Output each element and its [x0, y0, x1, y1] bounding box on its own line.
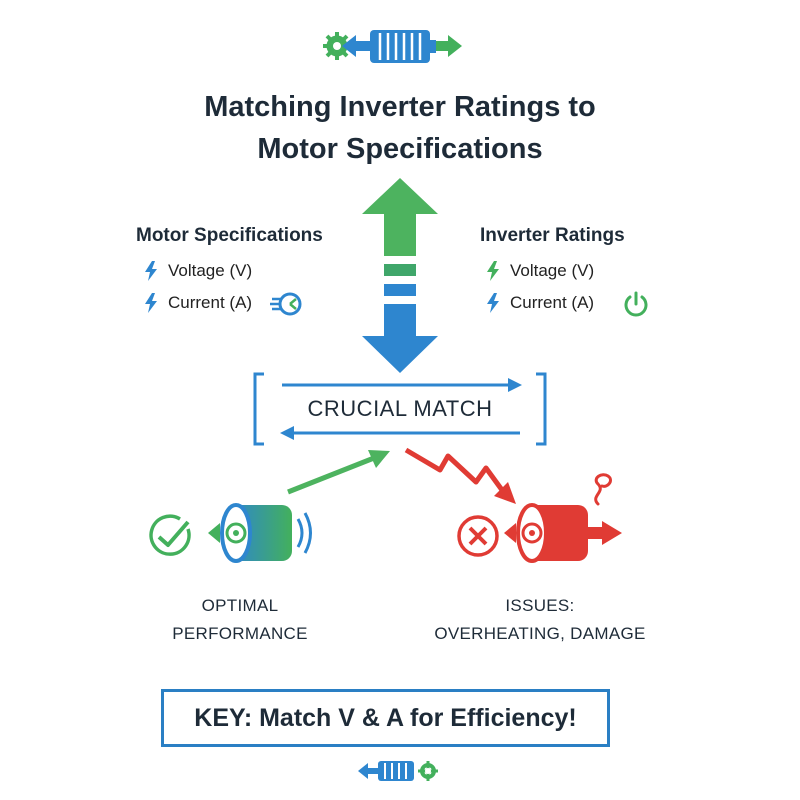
cross-icon	[457, 515, 499, 557]
power-icon	[624, 291, 648, 317]
inverter-voltage-label: Voltage (V)	[510, 261, 595, 280]
inverter-voltage-row: Voltage (V)	[486, 261, 594, 281]
title-line-2: Motor Specifications	[257, 133, 543, 165]
inverter-ratings-heading: Inverter Ratings	[480, 225, 625, 246]
top-motor-icon	[323, 30, 462, 63]
lightning-icon	[486, 293, 500, 313]
crucial-match-frame	[253, 372, 547, 446]
motor-voltage-row: Voltage (V)	[144, 261, 252, 281]
good-motor-icon	[208, 503, 312, 563]
arrow-left-icon	[358, 763, 378, 779]
motor-current-label: Current (A)	[168, 293, 253, 312]
good-outcome-text: OPTIMAL PERFORMANCE	[140, 592, 340, 648]
fan-icon	[270, 292, 302, 316]
crucial-match-label: CRUCIAL MATCH	[307, 396, 493, 421]
page-title: Matching Inverter Ratings to Motor Speci…	[0, 86, 800, 170]
key-label: KEY: Match V & A for Efficiency!	[194, 703, 577, 732]
inverter-current-label: Current (A)	[510, 293, 595, 312]
bad-outcome-line-2: OVERHEATING, DAMAGE	[434, 624, 646, 643]
title-line-1: Matching Inverter Ratings to	[204, 91, 596, 123]
arrow-left-icon	[342, 35, 372, 57]
check-icon	[149, 514, 191, 556]
green-arrow-icon	[287, 450, 390, 495]
motor-current-row: Current (A)	[144, 293, 252, 313]
bad-motor-icon	[504, 503, 622, 563]
motor-specs-heading: Motor Specifications	[136, 225, 323, 246]
smoke-icon	[594, 473, 612, 506]
arrow-right-icon	[436, 35, 462, 57]
bad-outcome-text: ISSUES: OVERHEATING, DAMAGE	[420, 592, 660, 648]
good-outcome-line-2: PERFORMANCE	[172, 624, 308, 643]
motor-voltage-label: Voltage (V)	[168, 261, 253, 280]
lightning-icon	[486, 261, 500, 281]
double-arrow-icon	[362, 178, 438, 373]
gear-icon	[418, 761, 438, 781]
bottom-motor-icon	[358, 761, 438, 781]
good-outcome-line-1: OPTIMAL	[201, 596, 279, 615]
lightning-icon	[144, 293, 158, 313]
key-box: KEY: Match V & A for Efficiency!	[161, 689, 610, 747]
red-zigzag-arrow-icon	[404, 447, 516, 504]
inverter-current-row: Current (A)	[486, 293, 594, 313]
lightning-icon	[144, 261, 158, 281]
bad-outcome-line-1: ISSUES:	[505, 596, 575, 615]
